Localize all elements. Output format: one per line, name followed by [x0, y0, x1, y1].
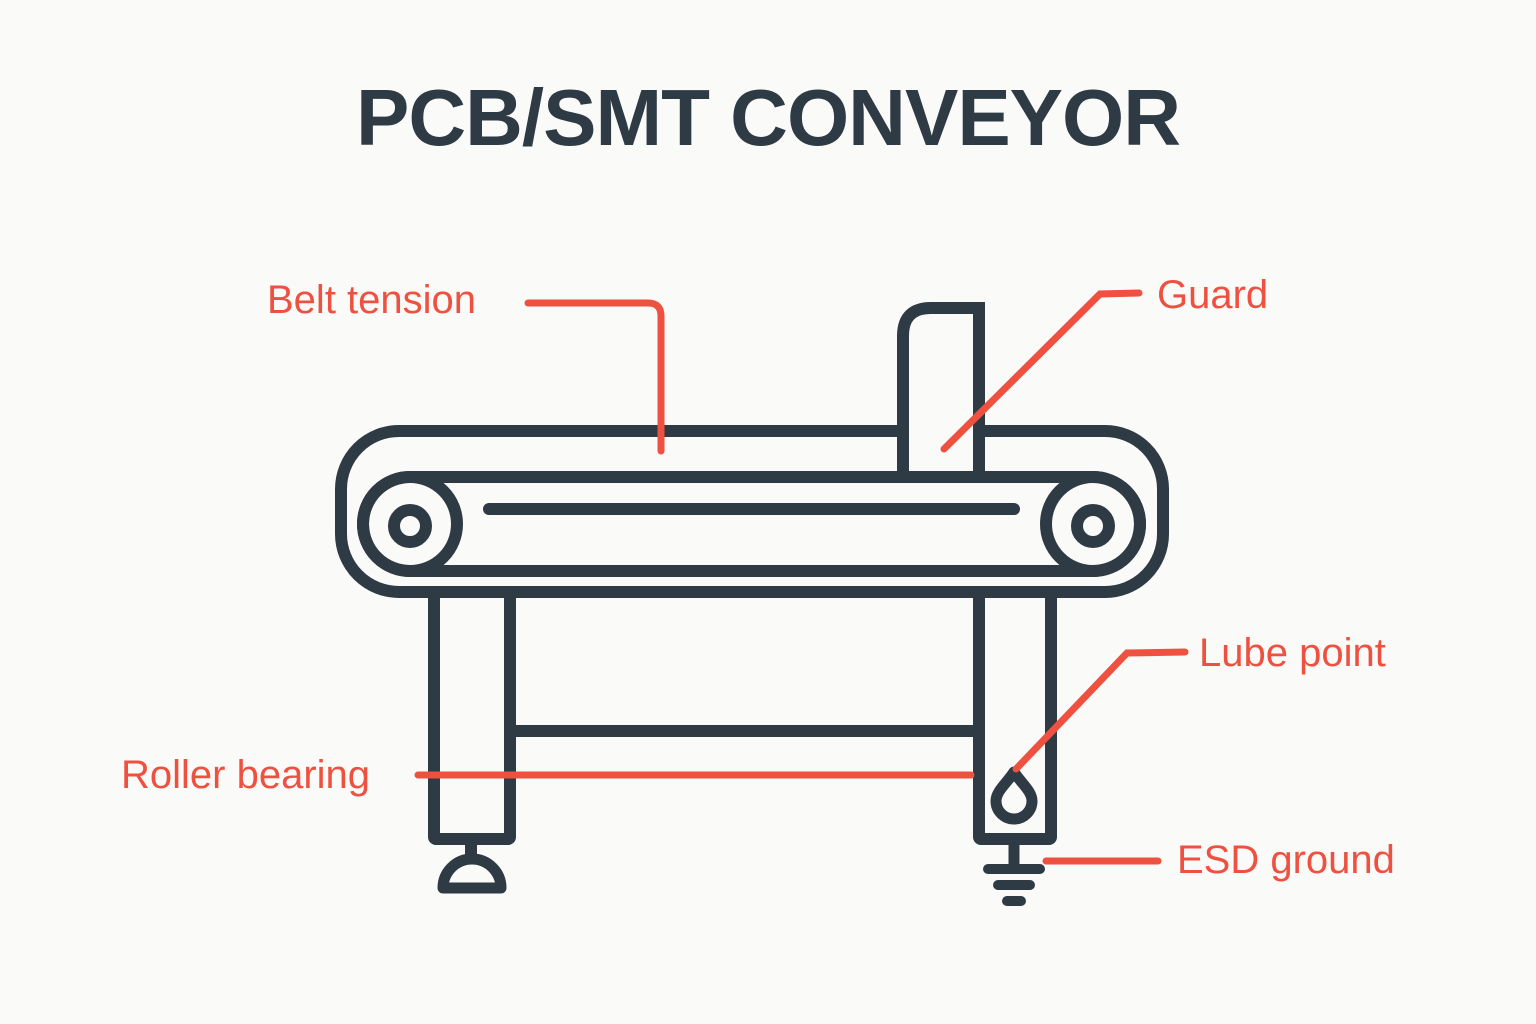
guard-shape: [897, 302, 985, 478]
leader-lube-point: [1012, 648, 1189, 773]
leveling-foot-icon: [437, 841, 507, 894]
label-esd-ground: ESD ground: [1177, 838, 1395, 882]
roller-left: [357, 471, 463, 577]
label-belt-tension: Belt tension: [267, 278, 477, 322]
leader-belt-tension: [524, 299, 665, 455]
leader-guard: [940, 289, 1143, 453]
conveyor-housing: [335, 425, 1169, 598]
esd-ground-icon: [983, 841, 1045, 906]
label-guard: Guard: [1157, 273, 1269, 317]
lube-drop-icon: [990, 766, 1038, 825]
leg-right: [973, 586, 1057, 845]
leg-left: [428, 586, 516, 845]
label-roller-bearing: Roller bearing: [121, 753, 371, 797]
label-lube-point: Lube point: [1199, 631, 1386, 675]
page-title: PCB/SMT CONVEYOR: [355, 73, 1181, 162]
belt-outline: [357, 471, 1146, 577]
roller-right: [1040, 471, 1146, 577]
